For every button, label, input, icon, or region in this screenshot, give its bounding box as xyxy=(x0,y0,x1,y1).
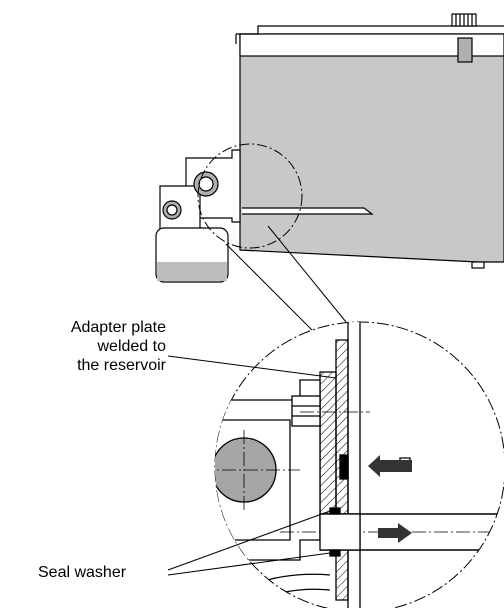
adapter-plate-callout: Adapter plate welded to the reservoir xyxy=(71,318,166,375)
filler-cap xyxy=(451,13,477,63)
reservoir-lid xyxy=(235,25,504,44)
internal-baffle xyxy=(242,207,374,215)
drain-plug xyxy=(471,261,485,269)
adapter-plate-label-line3: the reservoir xyxy=(77,357,166,374)
adapter-plate-label-line1: Adapter plate xyxy=(70,319,166,336)
pump-assembly xyxy=(155,149,241,283)
mounting-bolt xyxy=(291,395,321,427)
flow-arrow-out xyxy=(378,523,412,543)
seal-washer-top xyxy=(329,507,341,515)
seal-washer-label: Seal washer xyxy=(38,564,127,581)
seal-washer-leader-top xyxy=(167,510,331,571)
pump-oil-level xyxy=(157,262,227,281)
seal-washer-leader-bottom xyxy=(167,552,331,576)
callout-leaders xyxy=(167,355,337,576)
seal-washer-bottom xyxy=(329,549,341,557)
reservoir-top-strip xyxy=(239,33,504,57)
detail-marker-circle xyxy=(197,143,303,249)
enlarged-detail xyxy=(214,321,504,608)
adapter-plate-leader xyxy=(167,355,337,379)
reservoir-wall-section xyxy=(347,322,361,608)
seal-washer-callout: Seal washer xyxy=(38,563,126,582)
detail-leader-lines xyxy=(225,225,347,331)
reservoir-tank xyxy=(239,33,504,263)
reservoir-overview xyxy=(155,13,504,283)
adapter-plate-label-line2: welded to xyxy=(97,338,167,355)
